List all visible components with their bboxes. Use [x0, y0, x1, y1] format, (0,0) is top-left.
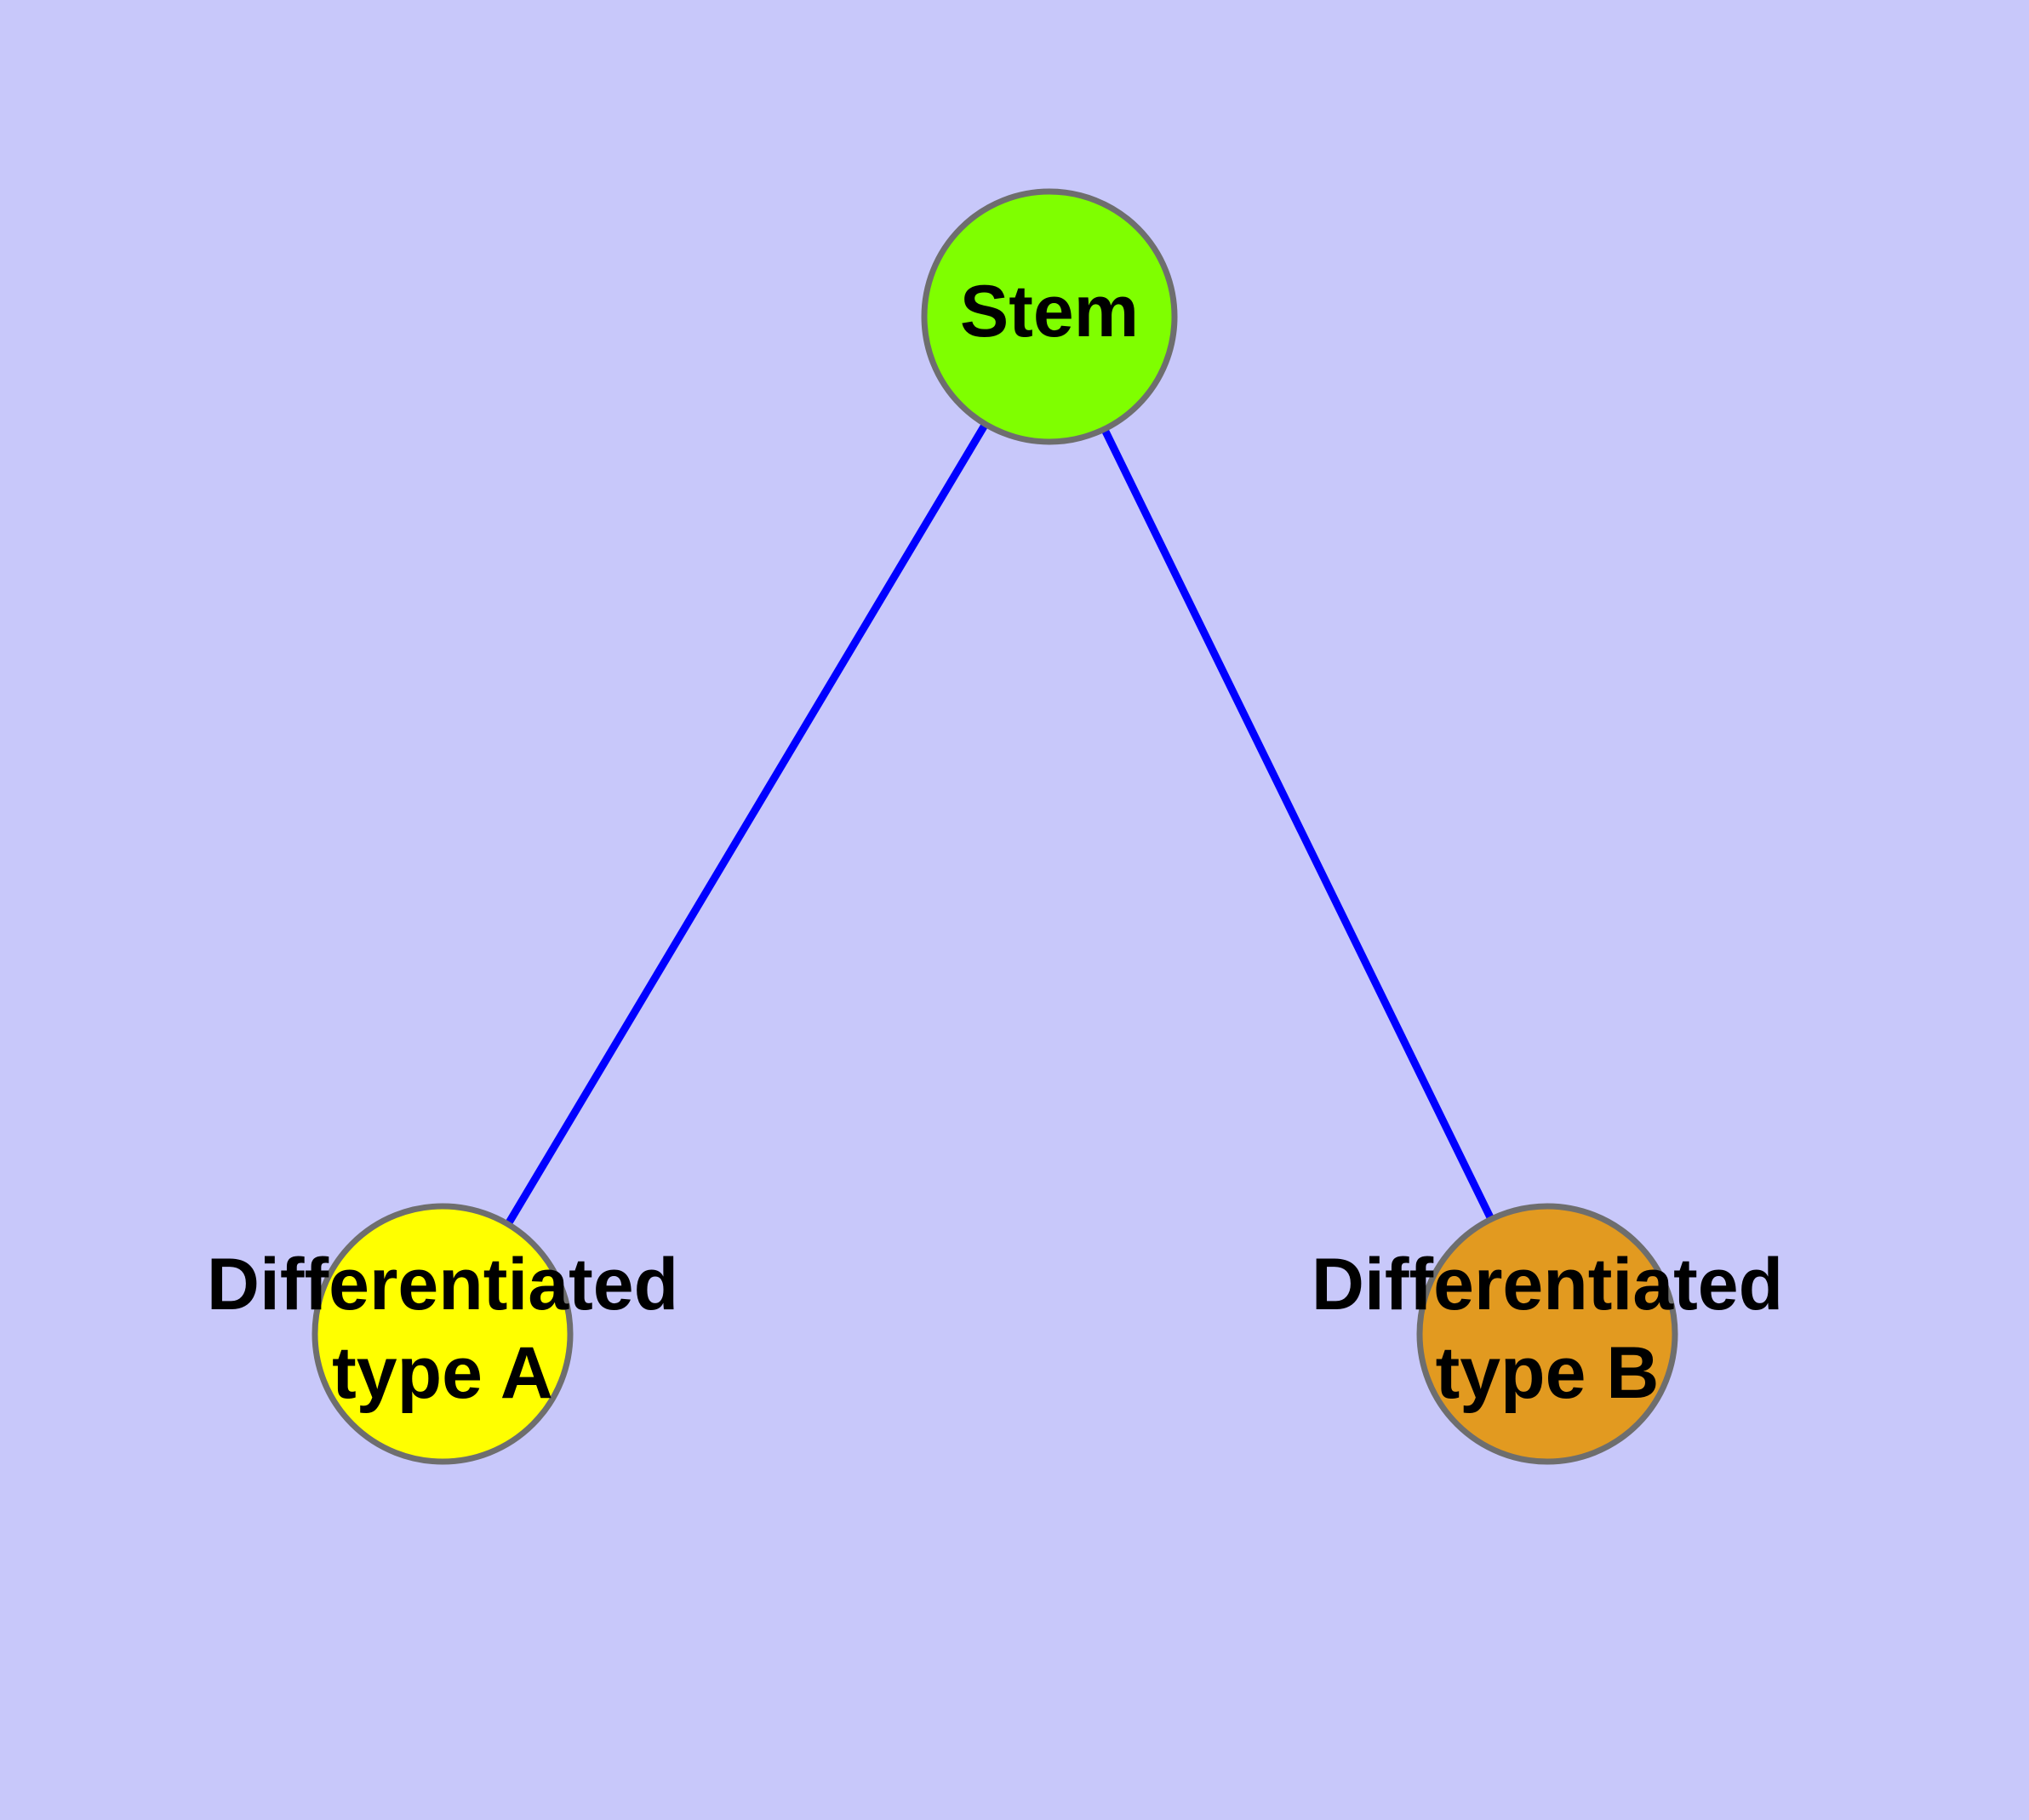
edges-layer [439, 314, 1552, 1336]
nodes-layer [311, 188, 1678, 1465]
node-diff-b[interactable] [1416, 1203, 1678, 1465]
edge-stem-to-diff-a[interactable] [439, 314, 1053, 1336]
node-label-line: Differentiated [1312, 1244, 1783, 1325]
node-label-line: type A [332, 1332, 553, 1414]
node-label-stem: Stem [960, 271, 1139, 352]
node-label-line: Stem [960, 271, 1139, 352]
node-label-line: type B [1436, 1332, 1660, 1414]
node-stem[interactable] [921, 188, 1178, 445]
node-diff-a[interactable] [311, 1203, 574, 1465]
node-label-line: Differentiated [207, 1244, 678, 1325]
edge-stem-to-diff-b[interactable] [1045, 315, 1552, 1336]
